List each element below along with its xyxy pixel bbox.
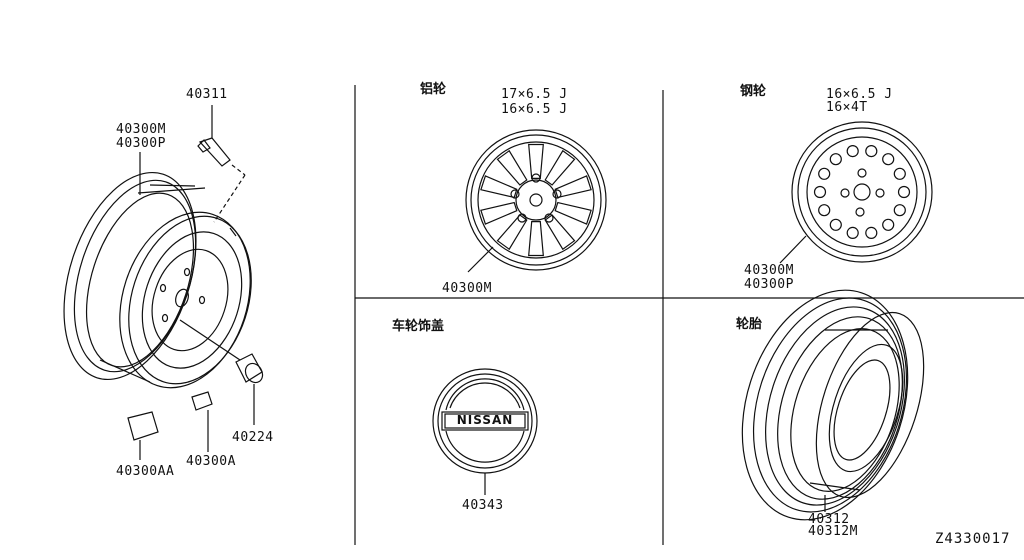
- alloy-spoke: [480, 175, 518, 199]
- wheel-part-number-1: 40300M: [116, 122, 166, 137]
- alloy-spoke: [528, 143, 544, 179]
- steel-wheel-vent-hole: [846, 226, 859, 239]
- figure-id: Z4330017: [935, 531, 1011, 547]
- steel-wheel-vent-hole: [893, 167, 906, 180]
- alloy-spoke: [528, 221, 544, 257]
- steel-part-number-1: 40300M: [744, 263, 794, 278]
- alloy-spoke: [496, 149, 528, 186]
- steel-wheel-drawing: [63, 152, 252, 389]
- tire-heading: 轮胎: [736, 317, 763, 332]
- steel-heading: 钢轮: [740, 84, 767, 99]
- steel-part-number-2: 40300P: [744, 277, 794, 292]
- nut-part-number: 40224: [232, 430, 274, 445]
- steel-wheel-vent-hole: [882, 218, 895, 231]
- alloy-spec-1: 17×6.5 J: [501, 87, 568, 102]
- alloy-part-number: 40300M: [442, 281, 492, 296]
- alloy-wheel-drawing: [465, 129, 607, 273]
- alloy-spoke: [480, 201, 518, 225]
- alloy-spoke: [554, 201, 592, 225]
- steel-wheel-vent-hole: [897, 185, 911, 199]
- steel-wheel-vent-hole: [829, 218, 842, 231]
- alloy-spec-2: 16×6.5 J: [501, 102, 568, 117]
- steel-wheel-vent-hole: [893, 204, 906, 217]
- steel-wheel-front-drawing: [779, 121, 933, 264]
- weight-aa-part-number: 40300AA: [116, 464, 175, 479]
- tire-drawing: [741, 289, 925, 521]
- alloy-spoke: [544, 214, 576, 251]
- wheel-nut-drawing: [235, 353, 264, 425]
- cap-part-number: 40343: [462, 498, 504, 513]
- wheel-part-number-2: 40300P: [116, 136, 166, 151]
- tire-part-number-1: 40312: [808, 512, 850, 527]
- alloy-spoke: [544, 149, 576, 186]
- steel-wheel-vent-hole: [818, 204, 831, 217]
- steel-wheel-vent-hole: [818, 167, 831, 180]
- steel-wheel-vent-hole: [865, 145, 878, 158]
- steel-spec-2: 16×4T: [826, 100, 868, 115]
- steel-spec-1: 16×6.5 J: [826, 87, 893, 102]
- steel-wheel-vent-hole: [865, 226, 878, 239]
- alloy-spoke: [496, 214, 528, 251]
- tire-part-number-2: 40312M: [808, 524, 858, 539]
- panel-dividers: [354, 85, 1024, 545]
- steel-wheel-vent-hole: [813, 185, 827, 199]
- nissan-emblem-text: NISSAN: [456, 413, 514, 427]
- steel-wheel-vent-hole: [829, 153, 842, 166]
- steel-wheel-vent-hole: [882, 153, 895, 166]
- valve-part-number: 40311: [186, 87, 228, 102]
- alloy-heading: 铝轮: [420, 82, 447, 97]
- wheel-cap-drawing: [432, 368, 538, 495]
- steel-wheel-vent-hole: [846, 145, 859, 158]
- cap-heading: 车轮饰盖: [392, 319, 445, 334]
- valve-stem-drawing: [197, 105, 246, 223]
- weight-a-part-number: 40300A: [186, 454, 236, 469]
- alloy-spoke: [554, 175, 592, 199]
- balance-weight-drawings: [127, 391, 213, 460]
